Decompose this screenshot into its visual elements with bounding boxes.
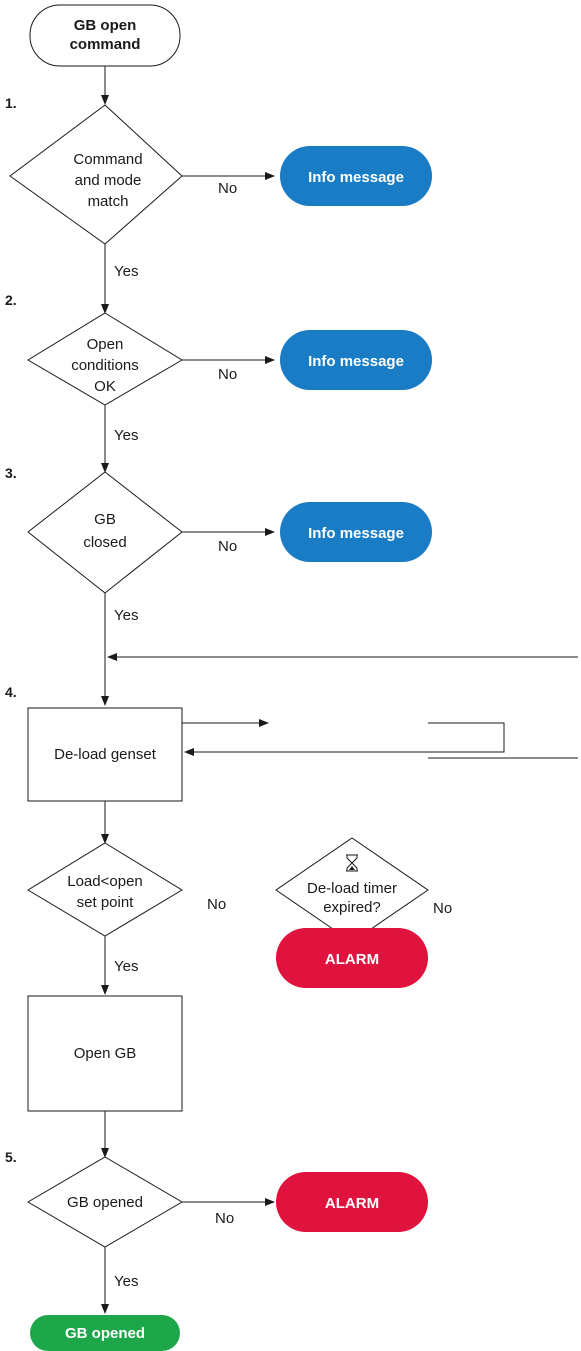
process-deload-genset: De-load genset <box>27 707 183 802</box>
decision-5-no-label: No <box>433 900 452 917</box>
decision-5-line-2: expired? <box>323 899 381 916</box>
decision-1-line-1: Command <box>73 151 142 168</box>
info-message-1-text: Info message <box>308 169 404 186</box>
decision-6-no-label: No <box>215 1210 234 1227</box>
alarm-1-text: ALARM <box>325 951 379 968</box>
step-2-label: 2. <box>5 292 17 308</box>
process-2-text: Open GB <box>74 1045 137 1062</box>
connectors <box>101 66 578 1314</box>
hourglass-icon <box>346 854 358 872</box>
decision-2-no-label: No <box>218 366 237 383</box>
info-message-2-text: Info message <box>308 353 404 370</box>
decision-load-open-setpoint: Load<open set point <box>27 842 183 937</box>
start-terminal: GB open command <box>29 4 181 67</box>
decision-open-conditions: Open conditions OK <box>27 312 183 406</box>
step-4-label: 4. <box>5 684 17 700</box>
alarm-terminal-2: ALARM <box>276 1172 428 1232</box>
step-1-label: 1. <box>5 95 17 111</box>
start-line-2: command <box>70 36 141 53</box>
step-3-label: 3. <box>5 465 17 481</box>
info-message-2: Info message <box>280 330 432 390</box>
decision-2-line-3: OK <box>94 378 116 395</box>
decision-3-line-2: closed <box>83 534 126 551</box>
decision-1-no-label: No <box>218 180 237 197</box>
decision-3-no-label: No <box>218 538 237 555</box>
decision-6-line-1: GB opened <box>67 1194 143 1211</box>
decision-4-line-1: Load<open <box>67 873 143 890</box>
decision-command-mode-match: Command and mode match <box>9 104 183 245</box>
process-open-gb: Open GB <box>27 995 183 1112</box>
end-terminal-text: GB opened <box>65 1325 145 1342</box>
decision-2-line-1: Open <box>87 336 124 353</box>
info-message-3: Info message <box>280 502 432 562</box>
decision-6-yes-label: Yes <box>114 1273 138 1290</box>
info-message-1: Info message <box>280 146 432 206</box>
end-terminal: GB opened <box>30 1315 180 1351</box>
decision-gb-closed: GB closed <box>27 471 183 594</box>
decision-3-yes-label: Yes <box>114 607 138 624</box>
decision-2-yes-label: Yes <box>114 427 138 444</box>
arrow-d5-no-loop <box>184 722 505 756</box>
decision-4-line-2: set point <box>77 894 135 911</box>
info-message-3-text: Info message <box>308 525 404 542</box>
decision-3-line-1: GB <box>94 511 116 528</box>
alarm-2-text: ALARM <box>325 1195 379 1212</box>
decision-1-line-2: and mode <box>75 172 142 189</box>
decision-5-line-1: De-load timer <box>307 880 397 897</box>
decision-1-yes-label: Yes <box>114 263 138 280</box>
alarm-terminal-1: ALARM <box>276 928 428 988</box>
decision-1-line-3: match <box>88 193 129 210</box>
decision-4-yes-label: Yes <box>114 958 138 975</box>
decision-4-no-label: No <box>207 896 226 913</box>
start-line-1: GB open <box>74 17 137 34</box>
decision-2-line-2: conditions <box>71 357 139 374</box>
step-5-label: 5. <box>5 1149 17 1165</box>
decision-deload-timer: De-load timer expired? <box>275 837 429 943</box>
process-1-text: De-load genset <box>54 746 157 763</box>
decision-gb-opened: GB opened <box>27 1156 183 1248</box>
